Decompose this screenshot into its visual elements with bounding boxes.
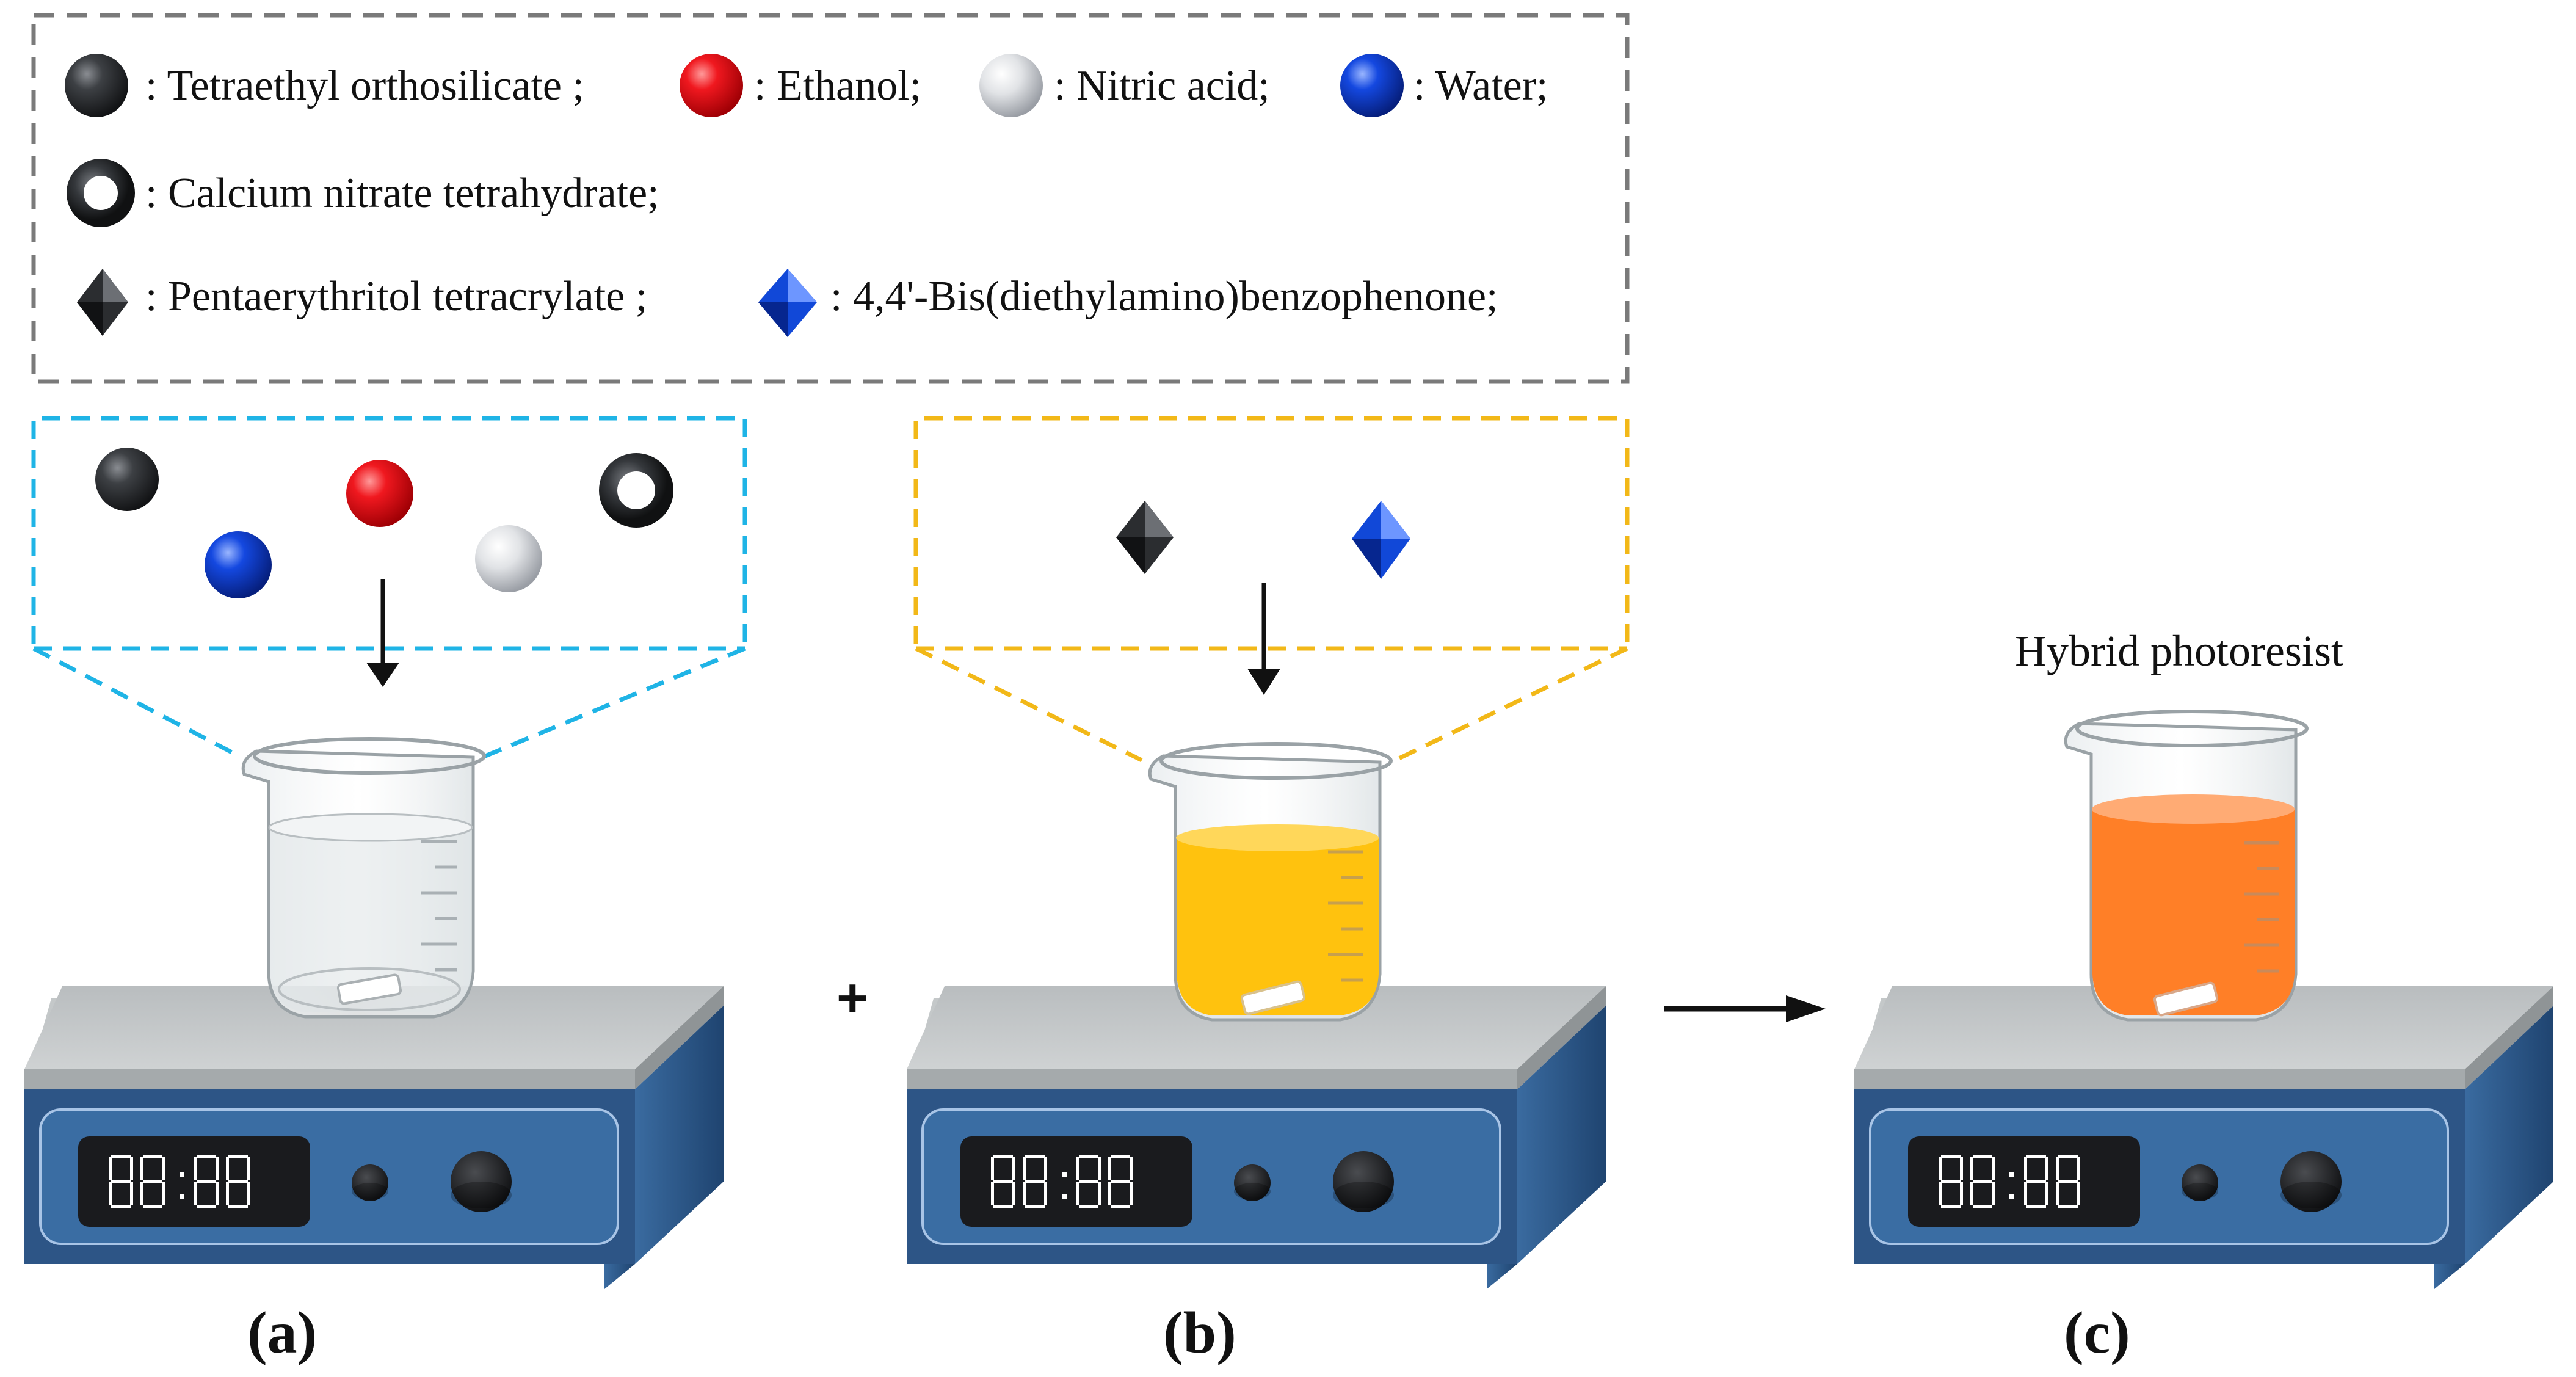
beaker-b	[1148, 742, 1393, 1022]
down-arrow-b	[1247, 669, 1280, 695]
beaker-a	[241, 737, 486, 1019]
benzophenone-diamond	[1352, 501, 1410, 579]
light-gray-sphere-icon	[979, 54, 1043, 117]
legend-label-bis-diethylamino-benzophenone: : 4,4'-Bis(diethylamino)benzophenone;	[830, 273, 1498, 320]
down-arrow-a	[366, 663, 399, 687]
stirrer-c	[1853, 985, 2555, 1290]
legend-label-water: : Water;	[1413, 62, 1548, 109]
display-c	[1939, 1155, 2080, 1208]
calcium-nitrate-ring	[599, 453, 673, 528]
ethanol-sphere	[346, 460, 413, 527]
panel-c: Hybrid photoresist (c)	[1853, 627, 2555, 1366]
tetraethyl-orthosilicate-sphere	[95, 448, 159, 511]
ingredients-box-b	[913, 416, 1630, 644]
beaker-c	[2064, 710, 2309, 1022]
nitric-acid-sphere	[475, 525, 542, 592]
legend-label-calcium-nitrate: : Calcium nitrate tetrahydrate;	[145, 170, 659, 217]
stirrer-a	[23, 985, 725, 1290]
display-b	[991, 1155, 1133, 1208]
red-sphere-icon	[680, 54, 743, 117]
dark-ring-icon	[67, 159, 135, 227]
panel-label-b: (b)	[1163, 1300, 1236, 1366]
legend: : Tetraethyl orthosilicate ; : Ethanol; …	[31, 13, 1630, 384]
blue-sphere-icon	[1340, 54, 1404, 117]
legend-label-pentaerythritol: : Pentaerythritol tetracrylate ;	[145, 273, 647, 320]
pentaerythritol-diamond	[1116, 501, 1174, 574]
panel-b: (b)	[905, 416, 1630, 1366]
legend-border	[31, 13, 1630, 384]
panel-label-a: (a)	[247, 1300, 317, 1366]
dark-gray-sphere-icon	[65, 54, 128, 117]
stirrer-b	[905, 985, 1607, 1290]
legend-label-tetraethyl-orthosilicate: : Tetraethyl orthosilicate ;	[145, 62, 584, 109]
plus-operator: +	[836, 968, 869, 1029]
blue-diamond-icon	[758, 269, 817, 337]
panel-label-c: (c)	[2064, 1300, 2130, 1366]
legend-label-nitric-acid: : Nitric acid;	[1054, 62, 1270, 109]
display-a	[109, 1155, 250, 1208]
panel-a: (a)	[23, 416, 747, 1366]
right-arrow	[1664, 995, 1826, 1022]
dark-diamond-icon	[77, 269, 128, 336]
panel-title-c: Hybrid photoresist	[2015, 627, 2343, 675]
water-sphere	[205, 531, 272, 598]
legend-label-ethanol: : Ethanol;	[754, 62, 921, 109]
